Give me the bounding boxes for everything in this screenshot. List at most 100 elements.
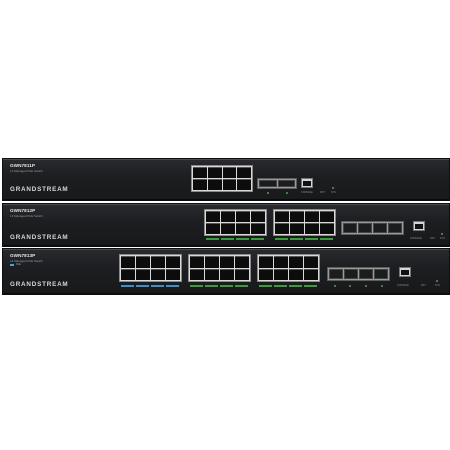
port-tag: [305, 238, 318, 240]
ethernet-port: [136, 268, 150, 280]
reset-label: RST: [430, 237, 435, 240]
ethernet-port: [193, 179, 207, 190]
ethernet-port: [304, 256, 318, 268]
poe-tag: [121, 285, 134, 287]
port-tag: [235, 285, 248, 287]
ethernet-port: [193, 167, 207, 178]
status-led: [334, 285, 336, 287]
sfp-slot: [259, 180, 277, 187]
ethernet-port-block: [191, 165, 253, 192]
ethernet-port: [235, 268, 249, 280]
port-tag: [304, 285, 317, 287]
sys-label: SYS: [331, 191, 336, 194]
poe-tag: [166, 285, 179, 287]
ethernet-port: [251, 211, 265, 222]
status-led: [286, 192, 288, 194]
ethernet-port: [289, 256, 303, 268]
port-tag: [190, 285, 203, 287]
ethernet-port: [222, 179, 237, 190]
port-tag: [220, 285, 233, 287]
poe-tag: [151, 285, 164, 287]
sys-led: [441, 233, 443, 235]
port-tag-row: [190, 285, 250, 287]
ethernet-port: [275, 211, 289, 222]
ethernet-port: [166, 256, 180, 268]
port-tag: [289, 285, 302, 287]
ethernet-port: [151, 256, 165, 268]
ethernet-port-block: [188, 254, 251, 282]
ethernet-port: [190, 256, 204, 268]
poe-led: [10, 264, 14, 266]
ethernet-port-block: [204, 209, 267, 236]
port-tag: [320, 238, 333, 240]
ethernet-port: [236, 211, 250, 222]
sfp-slot: [277, 180, 295, 187]
ethernet-port: [222, 167, 237, 178]
sfp-port-block: [257, 178, 297, 189]
brand-logo: GRANDSTREAM: [10, 281, 69, 288]
ethernet-port: [206, 223, 220, 234]
ethernet-port: [236, 223, 250, 234]
ethernet-port: [304, 268, 318, 280]
sfp-slot: [359, 269, 373, 279]
status-led: [349, 285, 351, 287]
ethernet-port: [320, 223, 334, 234]
port-tag: [275, 238, 288, 240]
switch-gwn7812p: GWN7812P L3 Managed PoE Switch GRANDSTRE…: [2, 203, 450, 247]
ethernet-port: [166, 268, 180, 280]
ethernet-port: [274, 256, 288, 268]
ethernet-port: [251, 223, 265, 234]
port-tag: [205, 285, 218, 287]
ethernet-port: [205, 256, 219, 268]
ethernet-port: [237, 167, 251, 178]
port-tag: [236, 238, 249, 240]
status-led: [381, 285, 383, 287]
ethernet-port: [221, 223, 235, 234]
sys-label: SYS: [440, 237, 445, 240]
port-tag: [274, 285, 287, 287]
model-label: GWN7812P: [10, 208, 36, 213]
switch-gwn7813p: GWN7813P L3 Managed PoE Switch PoE GRAND…: [2, 248, 450, 295]
subtitle-label: L3 Managed PoE Switch: [10, 214, 43, 218]
reset-label: RST: [320, 191, 325, 194]
ethernet-port: [290, 223, 304, 234]
ethernet-port: [121, 268, 135, 280]
console-port: [301, 178, 313, 188]
ethernet-port: [207, 167, 222, 178]
ethernet-port-block: [273, 209, 336, 236]
ethernet-port: [259, 256, 273, 268]
reset-label: RST: [421, 284, 426, 287]
ethernet-port: [235, 256, 249, 268]
ethernet-port: [207, 179, 222, 190]
ethernet-port: [136, 256, 150, 268]
sfp-slot: [343, 223, 357, 233]
port-tag-row: [206, 238, 266, 240]
console-port: [399, 267, 411, 277]
status-led: [267, 192, 269, 194]
ethernet-port: [305, 223, 319, 234]
sfp-slot: [358, 223, 372, 233]
model-label: GWN7811P: [10, 163, 36, 168]
ethernet-port: [290, 211, 304, 222]
port-tag: [221, 238, 234, 240]
model-label: GWN7813P: [10, 253, 36, 258]
port-tag-row: [275, 238, 335, 240]
brand-logo: GRANDSTREAM: [10, 234, 69, 241]
ethernet-port: [190, 268, 204, 280]
ethernet-port: [259, 268, 273, 280]
ethernet-port: [289, 268, 303, 280]
ethernet-port: [305, 211, 319, 222]
console-port: [413, 221, 425, 231]
console-label: CONSOLE: [397, 284, 409, 287]
sfp-port-block: [341, 221, 404, 235]
ethernet-port: [206, 211, 220, 222]
port-tag: [259, 285, 272, 287]
ethernet-port: [121, 256, 135, 268]
ethernet-port: [221, 211, 235, 222]
sfp-port-block: [327, 267, 390, 281]
sys-led: [436, 280, 438, 282]
switch-gwn7811p: GWN7811P L3 Managed PoE Switch GRANDSTRE…: [2, 158, 450, 201]
sfp-slot: [374, 269, 388, 279]
subtitle-label: L3 Managed PoE Switch: [10, 259, 43, 263]
sys-led: [332, 187, 334, 189]
